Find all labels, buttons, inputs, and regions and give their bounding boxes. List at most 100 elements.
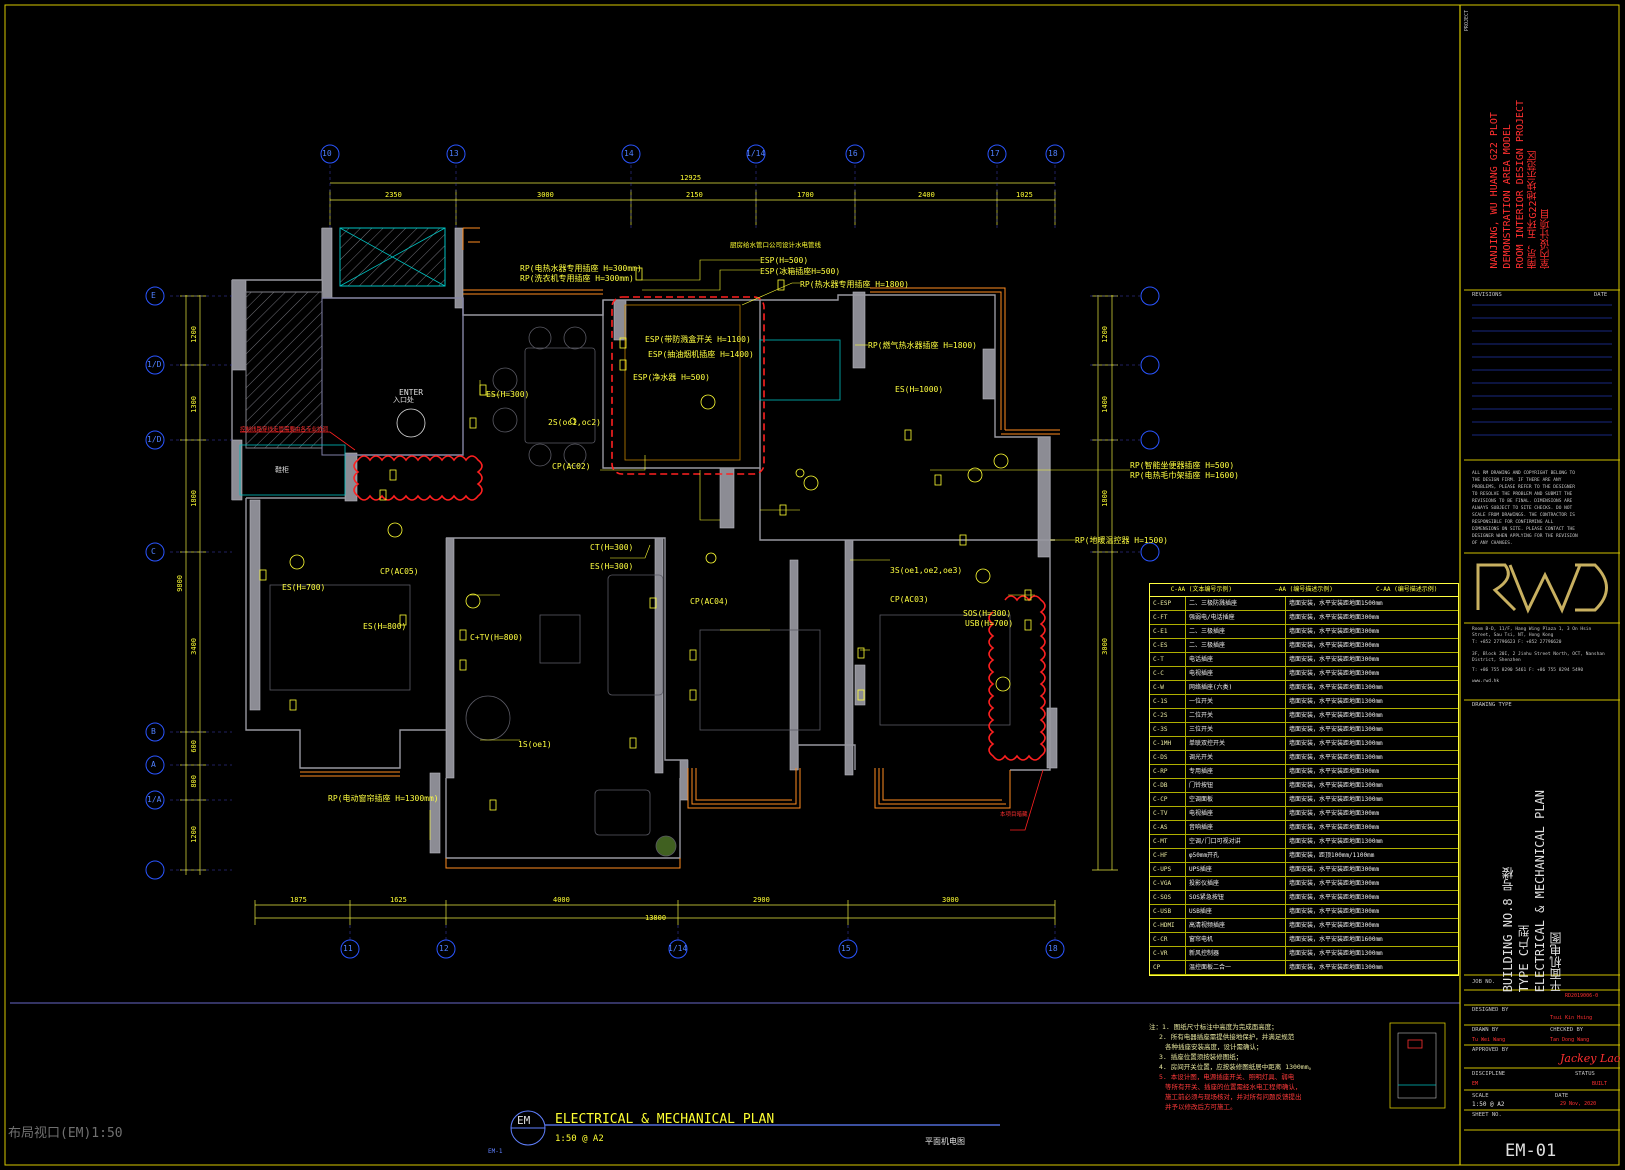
drawing-type-label: DRAWING TYPE xyxy=(1472,702,1512,708)
legend-name: 二、三极插座 xyxy=(1186,639,1286,652)
dim-left-total: 9800 xyxy=(176,575,184,592)
annotation: CT(H=300) xyxy=(590,543,634,552)
sheet-no-label: SHEET NO. xyxy=(1472,1112,1502,1118)
dim-right: 1800 xyxy=(1101,490,1109,507)
dim-top: 3000 xyxy=(537,191,554,199)
legend-name: 二、三极防溅插座 xyxy=(1186,597,1286,610)
wall-lines xyxy=(231,228,1055,859)
note-line: 5. 本设计图，电源插座开关、照明灯具、弱电 xyxy=(1159,1073,1295,1081)
legend-code: C-1S xyxy=(1150,695,1186,708)
dim-total-top: 12925 xyxy=(680,174,702,182)
grid-label-top: 16 xyxy=(848,149,858,158)
legend-spec: 墙面安装，水平安装距地面300mm xyxy=(1289,614,1380,621)
legend-name: 网络插座(六类) xyxy=(1186,681,1286,694)
dim-top: 2400 xyxy=(918,191,935,199)
legend-spec: 墙面安装，水平安装距地面1300mm xyxy=(1289,740,1383,747)
legend-name: 三位开关 xyxy=(1186,723,1286,736)
annotation: ESP(带防溅盒开关 H=1100) xyxy=(645,335,751,344)
socket-symbols xyxy=(259,267,1032,811)
note-line: 等所有开关、插座的位置需经水电工程师确认， xyxy=(1165,1083,1302,1091)
tel-hk: T: +852 27796623 F: +852 27796620 xyxy=(1472,640,1562,645)
dim-bottom: 2900 xyxy=(753,896,770,904)
date2-label: DATE xyxy=(1555,1093,1569,1099)
legend-header-cell: —AA (编号描述示例) xyxy=(1275,586,1333,593)
legend-name: 投影仪插座 xyxy=(1186,877,1286,890)
legend-code: C-AS xyxy=(1150,821,1186,834)
annotation: ESP(净水器 H=500) xyxy=(633,373,710,382)
annotation: CP(AC02) xyxy=(552,462,591,471)
red-note: 本项目暗藏 xyxy=(1000,812,1028,818)
annotation: 1S(oe1) xyxy=(518,740,552,749)
job-no: RD2019006-0 xyxy=(1565,993,1599,999)
legend-code: C-DS xyxy=(1150,751,1186,764)
title-code: EM xyxy=(517,1114,531,1127)
grid-label-left: C xyxy=(151,547,156,556)
project-label: PROJECT xyxy=(1464,10,1470,32)
legend-code: C-MT xyxy=(1150,835,1186,848)
checked-by: Tan Dong Wang xyxy=(1550,1037,1590,1043)
legend-name: 温控面板二合一 xyxy=(1186,961,1286,974)
entry-label-cn: 入口处 xyxy=(393,396,414,404)
legend-spec: 墙面安装，水平安装距地面300mm xyxy=(1289,642,1380,649)
legend-name: 音响插座 xyxy=(1186,821,1286,834)
annotation: ES(H=800) xyxy=(363,622,407,631)
annotation: 3S(oe1,oe2,oe3) xyxy=(890,566,963,575)
legend-header-cell: C-AA (编号描述示例) xyxy=(1376,586,1438,593)
dim-left: 3400 xyxy=(190,638,198,655)
legend-spec: 墙面安装，水平安装距地面300mm xyxy=(1289,628,1380,635)
annotation: ESP(H=500) xyxy=(760,256,809,265)
grid-label-left: 1/D xyxy=(147,435,162,444)
grid-label-top: 13 xyxy=(449,149,459,158)
legend-code: C-VGA xyxy=(1150,877,1186,890)
drawn-by-label: DRAWN BY xyxy=(1472,1027,1499,1033)
walls xyxy=(231,227,1058,854)
note-line: 各种插座安装高度，设计需确认； xyxy=(1165,1043,1263,1051)
legend-name: 二、三极插座 xyxy=(1186,625,1286,638)
grid-label-top: 17 xyxy=(990,149,1000,158)
annotation: RP(地暖温控器 H=1500) xyxy=(1075,536,1168,545)
dim-left: 1200 xyxy=(190,826,198,843)
annotation: ES(H=1000) xyxy=(895,385,944,394)
designed-by: Tsui Kin Hsing xyxy=(1550,1015,1593,1021)
annotation: ES(H=700) xyxy=(282,583,326,592)
dim-bottom: 4000 xyxy=(553,896,570,904)
annotation: ES(H=300) xyxy=(486,390,530,399)
legend-name: UPS插座 xyxy=(1186,863,1286,876)
dim-left: 600 xyxy=(190,740,198,753)
rwd-logo xyxy=(1476,563,1608,614)
legend-spec: 墙面安装，水平安装距地面1300mm xyxy=(1289,964,1383,971)
furniture xyxy=(269,326,1011,857)
legend-name: 空调/门口可视对讲 xyxy=(1186,835,1286,848)
dim-total-bottom: 13800 xyxy=(645,914,667,922)
legend-code: C-CR xyxy=(1150,933,1186,946)
grid-label-top: 10 xyxy=(322,149,332,158)
grid-label-left: 1/D xyxy=(147,360,162,369)
dim-top: 2150 xyxy=(686,191,703,199)
legend-code: C-1MH xyxy=(1150,737,1186,750)
legend-header: C-AA (文本编号示例) —AA (编号描述示例) C-AA (编号描述示例) xyxy=(1150,584,1458,597)
legend-code: C-HF xyxy=(1150,849,1186,862)
project-line: 南京，五环G22地块示范区 xyxy=(1528,150,1539,269)
legend-spec: 墙面安装，水平安装距地面300mm xyxy=(1289,908,1380,915)
address-hk: Room B-D, 11/F, Hang Wing Plaza 1, 3 On … xyxy=(1472,627,1592,638)
annotation: USB(H=700) xyxy=(965,619,1014,628)
legend-name: 单联双控开关 xyxy=(1186,737,1286,750)
scale-label: SCALE xyxy=(1472,1093,1489,1099)
dim-bottom: 1875 xyxy=(290,896,307,904)
annotation: CP(AC05) xyxy=(380,567,419,576)
legend-spec: 墙面安装，水平安装距地面1300mm xyxy=(1289,796,1383,803)
legend-code: C-UPS xyxy=(1150,863,1186,876)
revision-clouds xyxy=(240,296,1046,831)
annotation: C+TV(H=800) xyxy=(470,633,523,642)
legend-code: C-TV xyxy=(1150,807,1186,820)
legend-spec: 墙面安装，水平安装距地面1300mm xyxy=(1289,712,1383,719)
